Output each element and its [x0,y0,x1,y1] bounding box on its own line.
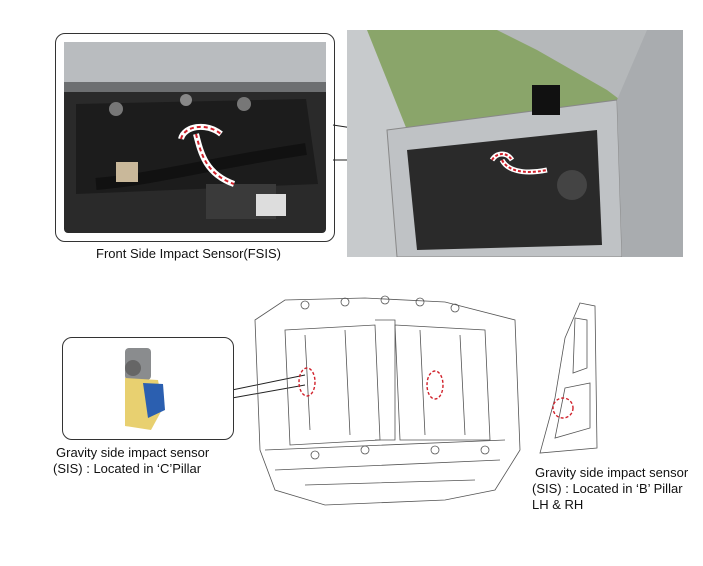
sis-c-caption-line2: (SIS) : Located in ‘C’Pillar [53,461,202,476]
front-door-photo [347,30,683,257]
fsis-closeup-image [64,42,326,233]
front-door-image [347,30,683,257]
sis-c-caption-line1: Gravity side impact sensor [56,445,210,460]
sis-b-caption-line3: LH & RH [532,497,584,512]
sis-b-caption-line2: (SIS) : Located in ‘B’ Pillar [532,481,683,496]
sis-sensor-image [125,348,165,430]
sis-sensor-photo [62,337,234,440]
fsis-closeup-photo [55,33,335,242]
fsis-caption: Front Side Impact Sensor(FSIS) [96,246,281,261]
sis-b-caption-line1: Gravity side impact sensor [535,465,689,480]
b-pillar-drawing [539,302,598,454]
rear-body-drawing [254,295,521,506]
